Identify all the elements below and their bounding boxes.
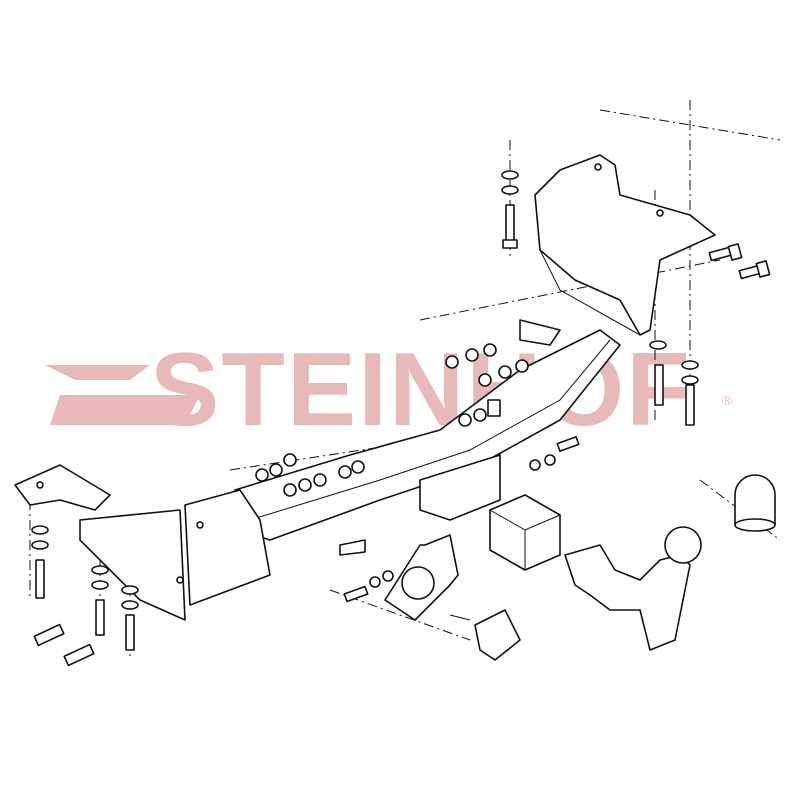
bolt-icon <box>738 260 771 280</box>
towball-neck <box>564 526 702 651</box>
washer-icon <box>121 585 139 595</box>
washer-icon <box>298 478 312 492</box>
logo-swoosh-icon <box>45 365 200 425</box>
bolt-icon <box>95 599 105 636</box>
nut-icon <box>478 373 492 387</box>
bolt-icon <box>708 243 743 262</box>
steinhof-watermark: STEINHOF ® <box>45 332 733 448</box>
washer-icon <box>283 483 297 497</box>
bolt-icon <box>125 614 135 651</box>
main-crossbeam <box>234 319 621 556</box>
left-bracket <box>14 464 271 621</box>
washer-icon <box>544 454 556 466</box>
washer-icon <box>338 465 352 479</box>
bolt-icon <box>502 204 518 249</box>
washer-icon <box>458 413 472 427</box>
washer-icon <box>501 170 519 180</box>
nut-icon <box>313 473 327 487</box>
bolt-icon <box>685 384 695 426</box>
washer-icon <box>255 468 269 482</box>
electrical-connector <box>449 609 521 661</box>
registered-mark: ® <box>722 392 733 408</box>
washer-icon <box>649 340 667 350</box>
bolt-icon <box>33 623 65 647</box>
socket-plate <box>384 534 459 621</box>
washer-icon <box>529 459 541 471</box>
washer-icon <box>91 565 109 575</box>
ball-cover-cap <box>734 474 776 532</box>
bolt-icon <box>654 364 664 406</box>
bolt-icon <box>487 399 501 417</box>
washer-icon <box>498 365 512 379</box>
washer-icon <box>91 580 109 590</box>
washer-icon <box>382 570 394 582</box>
washer-icon <box>351 460 365 474</box>
fasteners <box>31 170 771 667</box>
bolt-icon <box>556 436 580 452</box>
bolt-icon <box>63 643 95 667</box>
washer-icon <box>681 375 699 385</box>
washer-icon <box>31 540 49 550</box>
washer-icon <box>369 576 381 588</box>
washer-icon <box>515 359 529 373</box>
washer-icon <box>121 600 139 610</box>
nut-icon <box>283 453 297 467</box>
washer-icon <box>681 360 699 370</box>
bolt-icon <box>343 585 369 603</box>
nut-icon <box>445 355 459 369</box>
right-bracket <box>534 154 716 336</box>
washer-icon <box>473 408 487 422</box>
washer-icon <box>31 525 49 535</box>
washer-icon <box>465 348 479 362</box>
washer-icon <box>269 463 283 477</box>
mounting-block <box>489 494 561 571</box>
bolt-icon <box>35 559 45 599</box>
towball-icon <box>664 526 702 564</box>
washer-icon <box>501 185 519 195</box>
washer-icon <box>483 343 497 357</box>
